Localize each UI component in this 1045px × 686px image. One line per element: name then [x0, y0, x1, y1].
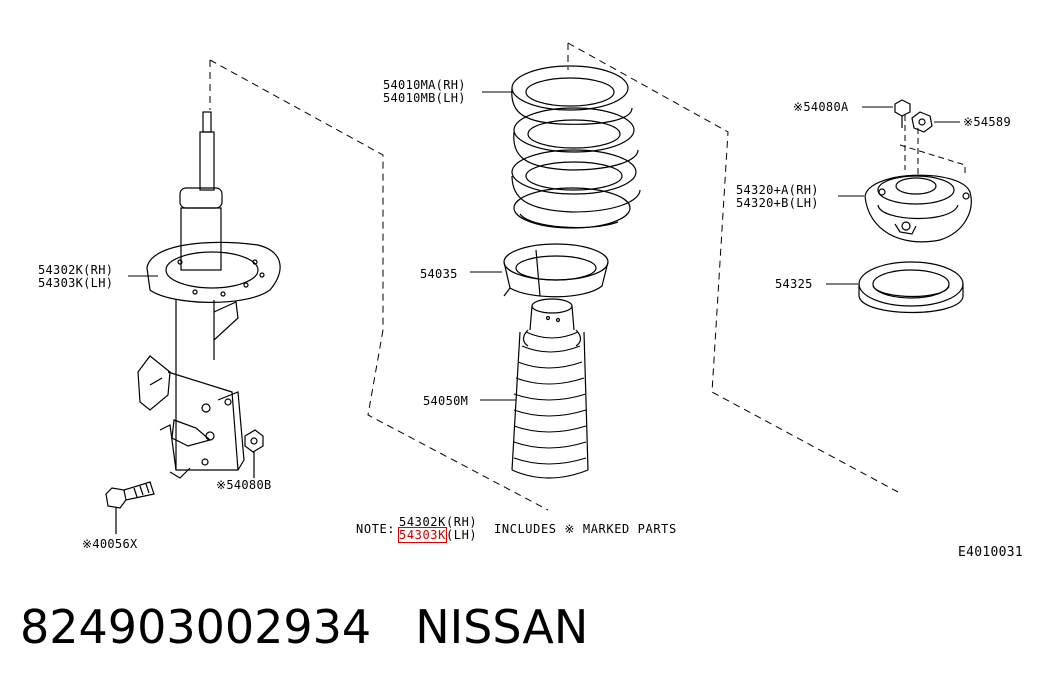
top-bolt [894, 99, 911, 128]
label-bumper: 54050M [423, 394, 469, 408]
dashed-outline-center [367, 42, 899, 511]
note-suffix: INCLUDES ※ MARKED PARTS [494, 522, 677, 536]
label-strut: 54302K(RH) 54303K(LH) [38, 263, 114, 290]
bearing [858, 261, 964, 314]
note-highlight: 54303K [398, 527, 447, 543]
label-top-bolt: ※54080A [793, 100, 849, 114]
bump-stopper [511, 298, 589, 479]
label-bearing: 54325 [775, 277, 813, 291]
bracket-nut [244, 429, 264, 478]
upper-mount [864, 174, 972, 243]
label-lower-bolt: ※40056X [82, 537, 138, 551]
dashed-outline-left [209, 59, 384, 330]
lower-bolt [105, 481, 155, 534]
spring-seat [503, 243, 609, 298]
note-line1: 54302K(RH) [399, 515, 478, 529]
dashed-outline-right [899, 115, 966, 175]
caption-part-number: 824903002934 [20, 600, 372, 654]
strut-assembly [137, 111, 281, 479]
coil-spring [511, 65, 641, 229]
exploded-diagram [105, 42, 972, 534]
caption: 824903002934 NISSAN [20, 600, 632, 654]
top-nut [911, 111, 933, 133]
note-line2-rest: (LH) [445, 528, 478, 542]
diagram-code: E4010031 [958, 545, 1024, 560]
label-bracket-nut: ※54080B [216, 478, 272, 492]
label-spring: 54010MA(RH) 54010MB(LH) [383, 78, 466, 105]
note-prefix: NOTE: [356, 522, 396, 536]
label-top-nut: ※54589 [963, 115, 1011, 129]
label-mount: 54320+A(RH) 54320+B(LH) [736, 183, 819, 210]
label-seat: 54035 [420, 267, 458, 281]
caption-brand: NISSAN [415, 600, 589, 654]
note-line2: 54303K(LH) [398, 527, 478, 543]
